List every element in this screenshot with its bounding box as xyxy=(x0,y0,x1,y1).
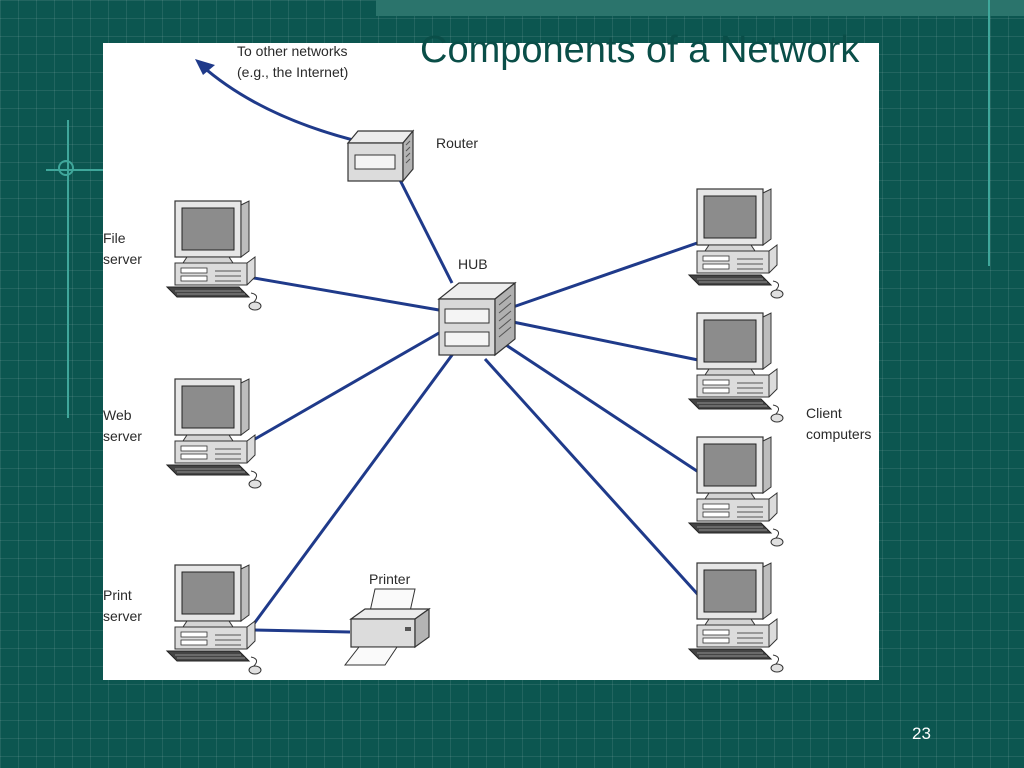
page-number: 23 xyxy=(912,724,931,743)
client-computer-icon xyxy=(688,188,784,299)
hub-icon xyxy=(437,281,517,357)
hub-label: HUB xyxy=(458,256,488,272)
top-accent-band xyxy=(376,0,1024,16)
cable-print-server xyxy=(251,350,457,626)
router-icon xyxy=(346,129,415,183)
decorative-line xyxy=(46,169,106,171)
decorative-circle xyxy=(58,160,74,176)
cable-client-4 xyxy=(483,357,703,600)
cable-client-3 xyxy=(502,341,704,477)
cable-router-hub xyxy=(398,179,454,284)
web-server-label: Web server xyxy=(103,407,142,444)
client-computer-icon xyxy=(688,436,784,547)
internet-arrow xyxy=(200,63,366,145)
cable-file-server xyxy=(247,275,440,312)
client-computers-label: Client computers xyxy=(806,405,872,442)
print-server-computer-icon xyxy=(166,564,262,675)
internet-arrowhead xyxy=(195,59,215,75)
cable-web-server xyxy=(247,331,440,445)
cable-client-2 xyxy=(512,320,704,363)
file-server-label: File server xyxy=(103,230,142,267)
internet-label: To other networks (e.g., the Internet) xyxy=(237,43,349,80)
decorative-line xyxy=(67,120,69,418)
client-computer-icon xyxy=(688,312,784,423)
printer-label: Printer xyxy=(369,571,411,587)
cable-printer xyxy=(252,628,351,634)
network-diagram: To other networks (e.g., the Internet) R… xyxy=(103,43,879,680)
cable-client-1 xyxy=(512,239,704,309)
router-label: Router xyxy=(436,135,479,151)
file-server-computer-icon xyxy=(166,200,262,311)
client-computer-icon xyxy=(688,562,784,673)
decorative-line xyxy=(988,0,990,266)
slide-title: Components of a Network xyxy=(420,29,860,71)
web-server-computer-icon xyxy=(166,378,262,489)
print-server-label: Print server xyxy=(103,587,142,624)
printer-icon xyxy=(343,588,431,666)
